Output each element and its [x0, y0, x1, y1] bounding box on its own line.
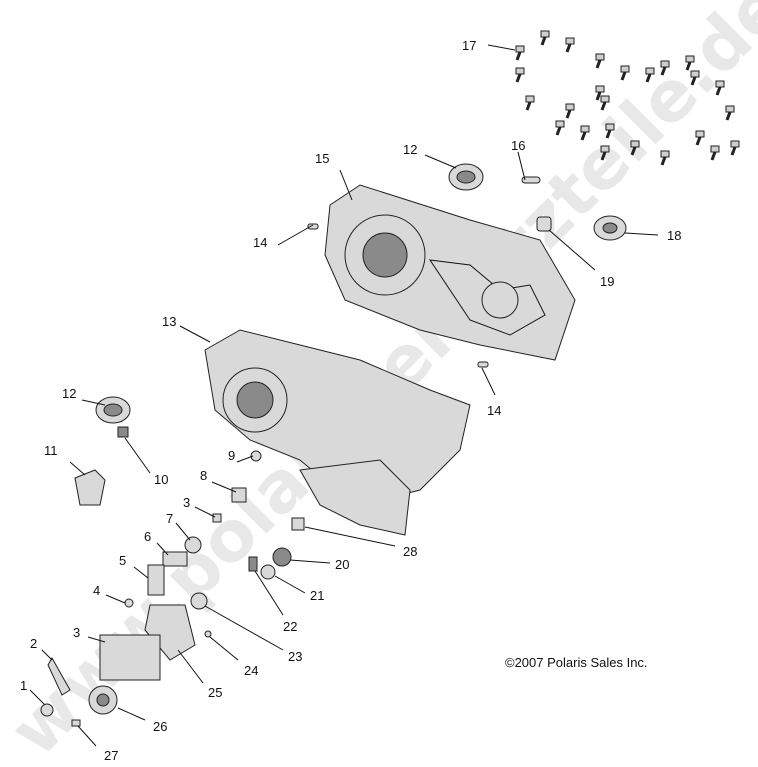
copyright-notice: ©2007 Polaris Sales Inc.: [505, 655, 648, 670]
bolt: [600, 95, 610, 111]
bolt: [660, 60, 670, 76]
bolt: [565, 103, 575, 119]
callout-2: 2: [30, 636, 37, 651]
bolt: [555, 120, 565, 136]
bolt: [695, 130, 705, 146]
callout-4: 4: [93, 583, 100, 598]
bolt: [515, 45, 525, 61]
bolt: [730, 140, 740, 156]
callout-25: 25: [208, 685, 222, 700]
callout-20: 20: [335, 557, 349, 572]
bolt: [685, 55, 695, 71]
bolt: [715, 80, 725, 96]
callout-21: 21: [310, 588, 324, 603]
callout-17: 17: [462, 38, 476, 53]
callout-labels: 17 12 16 15 14 18 19 14 13 12 11 10 9 8 …: [20, 38, 681, 763]
callout-6: 6: [144, 529, 151, 544]
callout-22: 22: [283, 619, 297, 634]
callout-12-left: 12: [62, 386, 76, 401]
bolt: [600, 145, 610, 161]
callout-16: 16: [511, 138, 525, 153]
bolt: [605, 123, 615, 139]
bolt: [710, 145, 720, 161]
callout-14-top: 14: [253, 235, 267, 250]
callout-3-lower: 3: [73, 625, 80, 640]
bolt: [515, 67, 525, 83]
bolt: [690, 70, 700, 86]
bolt: [620, 65, 630, 81]
callout-26: 26: [153, 719, 167, 734]
bolt: [580, 125, 590, 141]
callout-23: 23: [288, 649, 302, 664]
bolt: [595, 85, 605, 101]
bolt: [595, 53, 605, 69]
callout-28: 28: [403, 544, 417, 559]
bolt: [725, 105, 735, 121]
bolt: [565, 37, 575, 53]
bolt: [540, 30, 550, 46]
callout-27: 27: [104, 748, 118, 763]
bolt: [630, 140, 640, 156]
callout-15: 15: [315, 151, 329, 166]
bolt: [525, 95, 535, 111]
leader-lines: [29, 44, 659, 747]
crankcase-lower: [204, 329, 471, 536]
callout-5: 5: [119, 553, 126, 568]
callout-9: 9: [228, 448, 235, 463]
bolt: [645, 67, 655, 83]
callout-3-upper: 3: [183, 495, 190, 510]
callout-8: 8: [200, 468, 207, 483]
callout-1: 1: [20, 678, 27, 693]
callout-18: 18: [667, 228, 681, 243]
crankcase-upper: [324, 184, 576, 361]
bolt-cluster: [515, 30, 740, 166]
callout-24: 24: [244, 663, 258, 678]
callout-19: 19: [600, 274, 614, 289]
bolt: [660, 150, 670, 166]
callout-7: 7: [166, 511, 173, 526]
callout-12-top: 12: [403, 142, 417, 157]
small-parts: [40, 163, 627, 727]
callout-14-bottom: 14: [487, 403, 501, 418]
callout-10: 10: [154, 472, 168, 487]
callout-13: 13: [162, 314, 176, 329]
callout-11: 11: [44, 443, 58, 458]
